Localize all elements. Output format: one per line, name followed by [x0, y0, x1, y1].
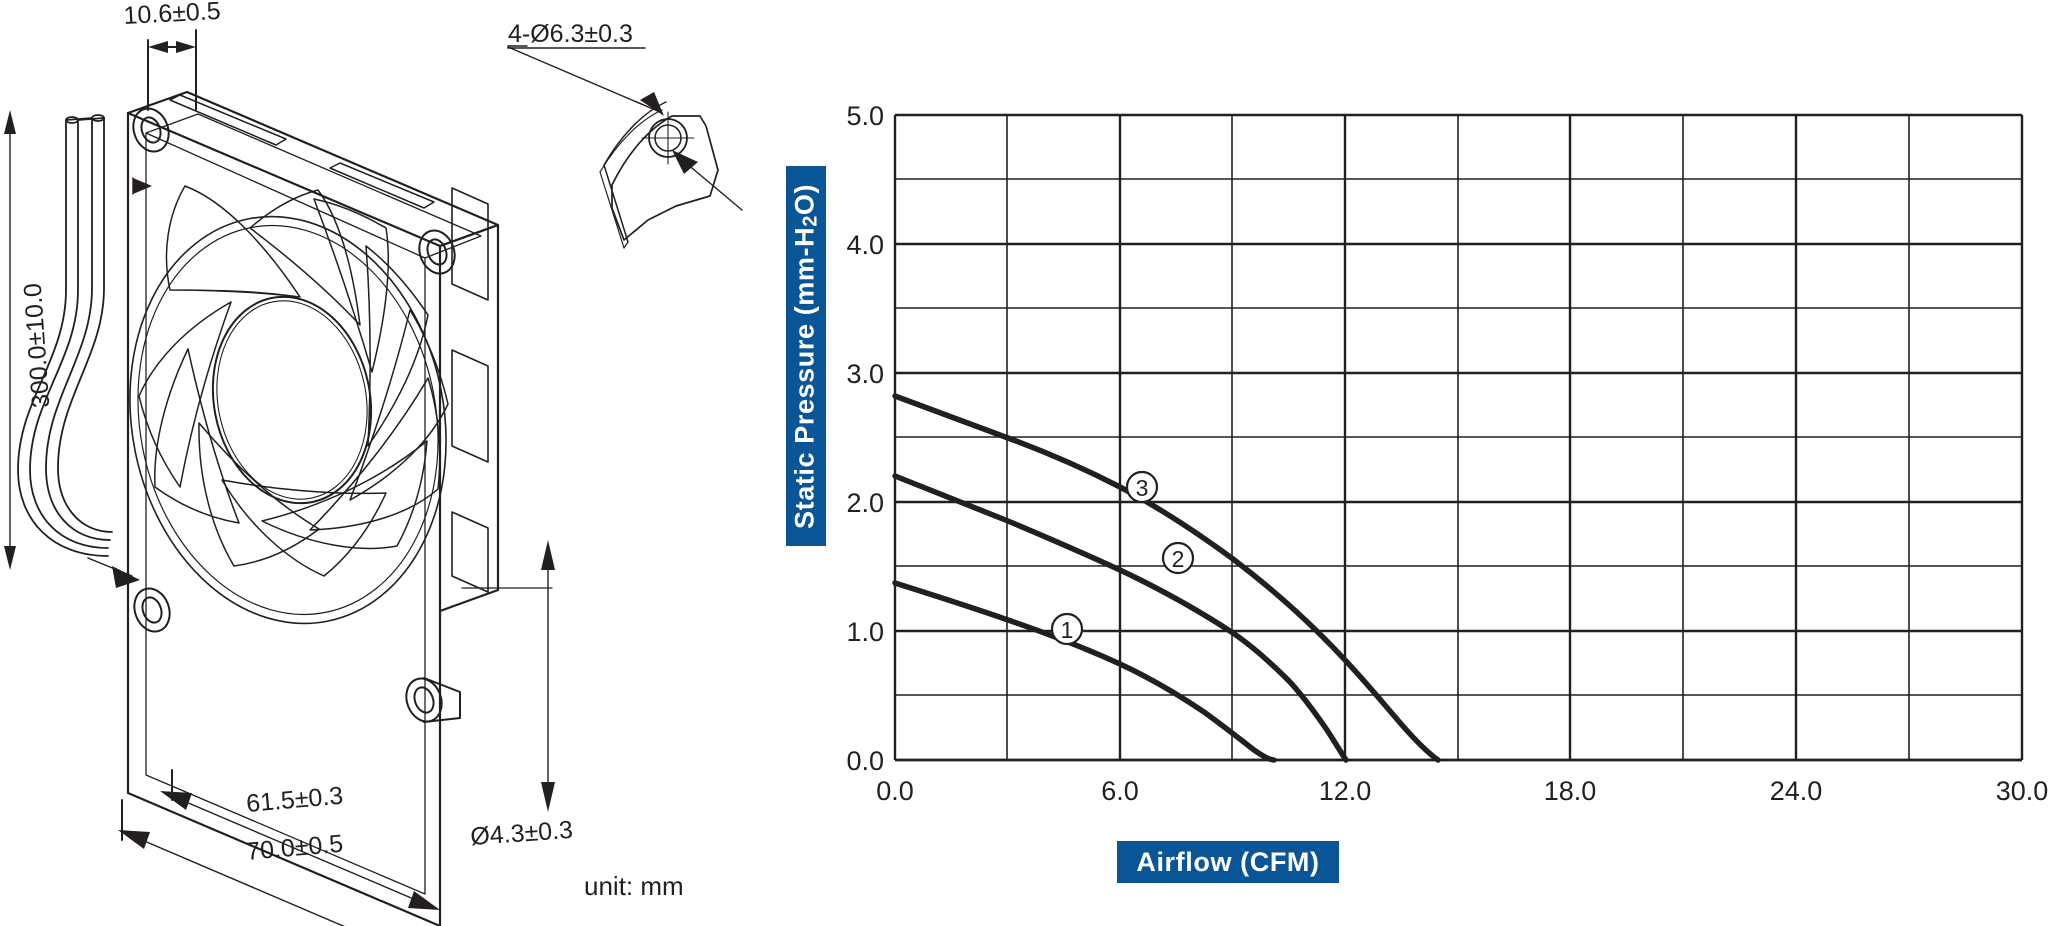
x-axis-title-text: Airflow (CFM) — [1136, 846, 1320, 877]
y-axis-title-subscript: 2 — [799, 214, 822, 227]
x-tick-label-4: 24.0 — [1770, 776, 1823, 806]
curve-annotation-3-label: 3 — [1136, 475, 1149, 501]
rotation-direction-marker — [132, 177, 152, 195]
x-tick-label-3: 18.0 — [1544, 776, 1597, 806]
curve-series-2 — [892, 473, 1349, 763]
curve-series-1 — [892, 580, 1277, 763]
x-tick-label-2: 12.0 — [1319, 776, 1372, 806]
x-axis-title: Airflow (CFM) — [1117, 841, 1339, 883]
mounting-hole-top-right — [418, 229, 456, 275]
curve-annotation-2-label: 2 — [1172, 546, 1185, 572]
curve-series-3 — [892, 393, 1441, 763]
dimension-lead-length — [4, 110, 16, 570]
impeller-hub — [211, 295, 373, 505]
y-tick-label-4: 4.0 — [846, 230, 884, 260]
unit-note: unit: mm — [584, 871, 684, 901]
y-tick-label-0: 0.0 — [846, 746, 884, 776]
dimension-screw-hole — [461, 540, 555, 812]
x-tick-label-1: 6.0 — [1101, 776, 1139, 806]
leader-to-mount-hole — [87, 557, 140, 588]
y-axis-title: Static Pressure (mm-H2O) — [786, 166, 826, 546]
mounting-hole-bottom-right — [405, 677, 461, 723]
y-tick-label-5: 5.0 — [846, 101, 884, 131]
mounting-hole-top-left — [132, 107, 170, 153]
lead-wires — [17, 114, 113, 557]
x-tick-label-5: 30.0 — [1996, 776, 2049, 806]
dimension-frame-size — [118, 799, 345, 926]
frame-vent-slots — [451, 187, 489, 593]
curve-annotation-2: 2 — [1161, 541, 1195, 575]
dimension-label-hole-spec: 4-Ø6.3±0.3 — [508, 20, 633, 48]
x-tick-label-0: 0.0 — [876, 776, 914, 806]
y-tick-label-3: 3.0 — [846, 359, 884, 389]
curve-annotation-1-label: 1 — [1061, 617, 1074, 643]
curve-annotation-3: 3 — [1125, 470, 1159, 504]
y-tick-label-2: 2.0 — [846, 488, 884, 518]
dimension-label-thickness: 10.6±0.5 — [123, 0, 221, 30]
dimension-mount-pitch — [160, 769, 440, 910]
corner-hole-detail-view — [507, 45, 743, 249]
mounting-hole-bottom-left — [133, 587, 171, 633]
frame-top-ribs — [169, 94, 435, 209]
y-tick-label-1: 1.0 — [846, 617, 884, 647]
curve-annotation-1: 1 — [1050, 612, 1084, 646]
y-axis-title-text: Static Pressure (mm-H2O) — [789, 183, 822, 529]
impeller-blade-tips — [169, 245, 429, 531]
fan-frame-outline — [126, 90, 500, 926]
chart-grid — [893, 113, 2024, 762]
